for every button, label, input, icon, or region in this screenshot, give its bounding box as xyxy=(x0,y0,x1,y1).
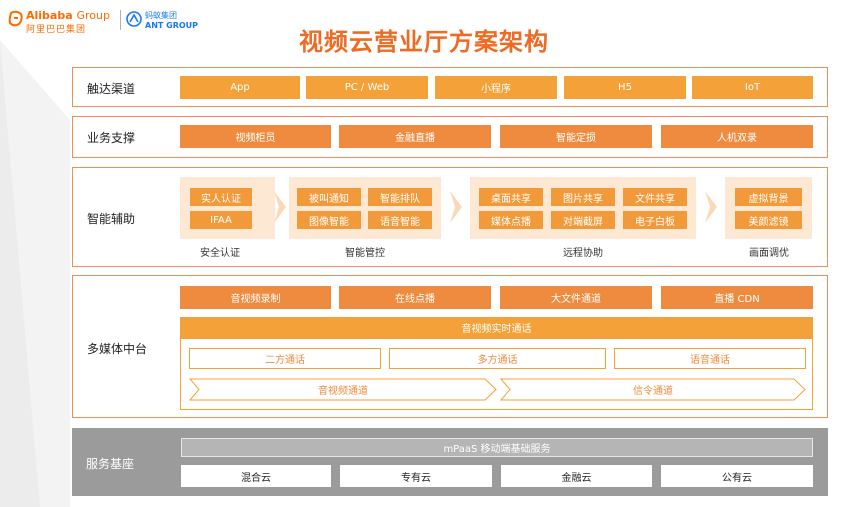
arrow-right-icon xyxy=(189,378,497,401)
channel-iot: IoT xyxy=(692,76,813,99)
assist-image-ai: 图像智能 xyxy=(297,211,361,229)
channel-h5: H5 xyxy=(564,76,686,99)
assist-remote-screenshot: 对端截屏 xyxy=(551,211,615,229)
assist-whiteboard: 电子白板 xyxy=(623,211,687,229)
logo-divider xyxy=(120,10,121,30)
cloud-finance: 金融云 xyxy=(501,465,652,487)
group-smart-control xyxy=(289,177,441,239)
assist-ifaa: IFAA xyxy=(190,211,252,229)
assist-virtual-bg: 虚拟背景 xyxy=(735,188,802,206)
assist-called-notify: 被叫通知 xyxy=(297,188,361,206)
business-video-teller: 视频柜员 xyxy=(180,125,331,148)
channel-signaling-label: 信令通道 xyxy=(633,386,673,397)
alibaba-group-logo: Alibaba Group 阿里巴巴集团 xyxy=(8,8,118,35)
channel-av: 音视频通道 xyxy=(189,378,497,401)
call-multi-party: 多方通话 xyxy=(389,348,606,369)
channel-pc-web: PC / Web xyxy=(306,76,428,99)
business-smart-claim: 智能定损 xyxy=(500,125,652,148)
cloud-private: 专有云 xyxy=(340,465,492,487)
layer-label-assist: 智能辅助 xyxy=(87,212,136,226)
arrow-right-icon xyxy=(500,378,806,401)
caption-security-auth: 安全认证 xyxy=(200,248,240,259)
layer-label-touch: 触达渠道 xyxy=(87,82,136,96)
group-remote-assist xyxy=(470,177,696,239)
cloud-hybrid: 混合云 xyxy=(181,465,331,487)
assist-image-share: 图片共享 xyxy=(551,188,615,206)
channel-mini-program: 小程序 xyxy=(435,76,557,99)
assist-real-person-auth: 实人认证 xyxy=(190,188,252,206)
media-large-file-channel: 大文件通道 xyxy=(500,286,652,309)
media-av-recording: 音视频录制 xyxy=(180,286,331,309)
alibaba-logo-icon xyxy=(8,10,23,27)
realtime-call-title: 音视频实时通话 xyxy=(180,317,813,338)
chevron-right-icon xyxy=(450,191,462,223)
group-picture-tuning xyxy=(725,177,812,239)
assist-beauty-filter: 美颜滤镜 xyxy=(735,211,802,229)
layer-label-base: 服务基座 xyxy=(86,457,135,471)
ant-en-name: ANT GROUP xyxy=(145,21,199,30)
business-dual-record: 人机双录 xyxy=(661,125,813,148)
business-finance-live: 金融直播 xyxy=(339,125,491,148)
call-two-party: 二方通话 xyxy=(189,348,381,369)
caption-picture-tuning: 画面调优 xyxy=(749,248,789,259)
assist-file-share: 文件共享 xyxy=(623,188,687,206)
media-live-cdn: 直播 CDN xyxy=(661,286,813,309)
layer-label-business: 业务支撑 xyxy=(87,131,136,145)
ant-cn-name: 蚂蚁集团 xyxy=(145,11,177,20)
page-title: 视频云营业厅方案架构 xyxy=(299,28,549,56)
alibaba-cn-name: 阿里巴巴集团 xyxy=(26,25,87,35)
cloud-public: 公有云 xyxy=(661,465,813,487)
assist-smart-queue: 智能排队 xyxy=(368,188,432,206)
caption-remote-assist: 远程协助 xyxy=(563,248,603,259)
call-voice: 语音通话 xyxy=(614,348,806,369)
assist-desktop-share: 桌面共享 xyxy=(479,188,543,206)
channel-app: App xyxy=(180,76,300,99)
media-online-vod: 在线点播 xyxy=(339,286,491,309)
ant-logo-icon xyxy=(126,11,142,27)
mpaas-bar: mPaaS 移动端基础服务 xyxy=(181,438,813,457)
caption-smart-control: 智能管控 xyxy=(345,248,385,259)
alibaba-wordmark: Alibaba Group xyxy=(26,9,110,22)
channel-signaling: 信令通道 xyxy=(500,378,806,401)
chevron-right-icon xyxy=(274,191,286,223)
ant-group-logo: 蚂蚁集团 ANT GROUP xyxy=(126,8,199,32)
layer-label-media: 多媒体中台 xyxy=(87,342,148,356)
assist-media-vod: 媒体点播 xyxy=(479,211,543,229)
group-security-auth xyxy=(180,177,275,239)
channel-av-label: 音视频通道 xyxy=(318,386,368,397)
assist-voice-ai: 语音智能 xyxy=(368,211,432,229)
chevron-right-icon xyxy=(705,191,717,223)
